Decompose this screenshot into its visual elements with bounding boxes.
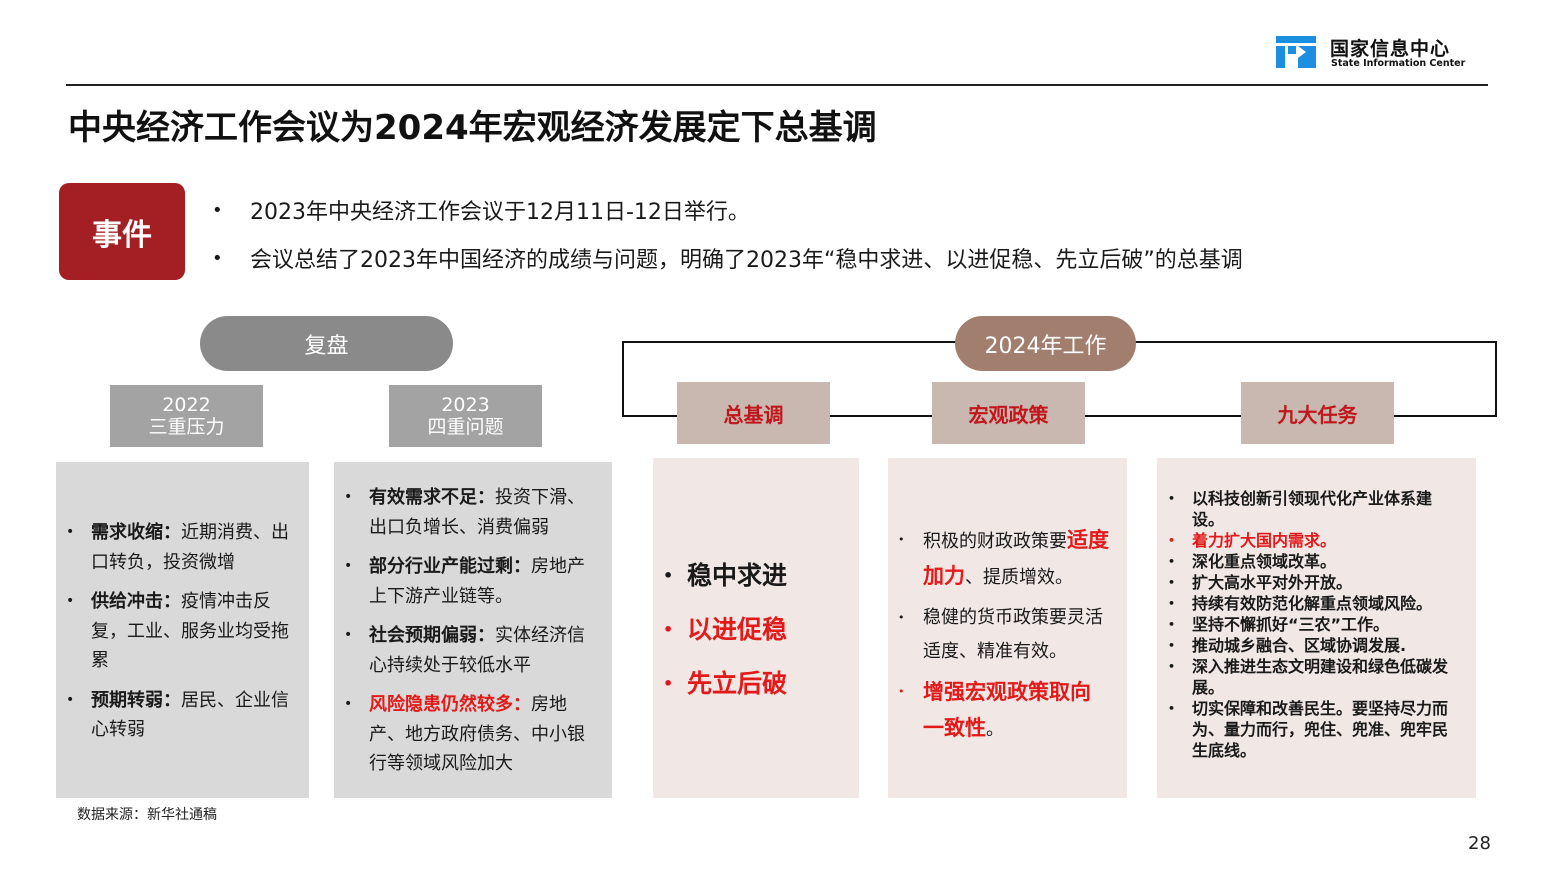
macro-text: 、提质增效。 [965,567,1073,588]
list-item: 社会预期偏弱：实体经济信心持续处于较低水平 [334,621,598,680]
work-2024-pill: 2024年工作 [955,316,1136,371]
item-head: 有效需求不足： [369,487,495,508]
event-badge: 事件 [59,183,185,280]
logo-chinese-name: 国家信息中心 [1330,38,1451,60]
item-text: 投资下滑、出口负增长、消费偏弱 [369,487,585,538]
item-text: 房地产、地方政府债务、中小银行等领域风险加大 [369,694,585,774]
task-item: 切实保障和改善民生。要坚持尽力而为、量力而行，兜住、兜准、兜牢民生底线。 [1157,698,1462,761]
macro-text-highlight: 适度加力 [923,528,1109,588]
macro-text-highlight: 增强宏观政策取向一致性 [923,680,1091,740]
list-item: 供给冲击：疫情冲击反复，工业、服务业均受拖累 [56,587,293,676]
year-box-2022: 2022 三重压力 [110,385,263,447]
page-title: 中央经济工作会议为2024年宏观经济发展定下总基调 [68,108,877,148]
task-item: 深入推进生态文明建设和绿色低碳发展。 [1157,656,1462,698]
logo-english-name: State Information Center [1331,58,1466,69]
year-subtitle: 三重压力 [148,416,225,438]
data-source-note: 数据来源：新华社通稿 [77,807,217,823]
task-item: 持续有效防范化解重点领域风险。 [1157,593,1462,614]
task-item: 扩大高水平对外开放。 [1157,572,1462,593]
item-head: 部分行业产能过剩： [369,556,531,577]
problems-2023-panel: 有效需求不足：投资下滑、出口负增长、消费偏弱 部分行业产能过剩：房地产上下游产业… [334,462,612,798]
macro-policy-panel: 积极的财政政策要适度加力、提质增效。 稳健的货币政策要灵活适度、精准有效。 增强… [888,458,1127,798]
item-head: 需求收缩： [91,522,181,543]
task-item: 推动城乡融合、区域协调发展. [1157,635,1462,656]
list-item: 预期转弱：居民、企业信心转弱 [56,686,293,745]
task-item: 以科技创新引领现代化产业体系建设。 [1157,488,1462,530]
macro-list: 积极的财政政策要适度加力、提质增效。 稳健的货币政策要灵活适度、精准有效。 增强… [888,458,1127,747]
item-text: 居民、企业信心转弱 [91,689,289,741]
item-head: 供给冲击： [91,591,181,612]
problems-list: 有效需求不足：投资下滑、出口负增长、消费偏弱 部分行业产能过剩：房地产上下游产业… [334,462,612,779]
item-head: 社会预期偏弱： [369,625,495,646]
macro-policy-header: 宏观政策 [932,382,1085,444]
event-list: 2023年中央经济工作会议于12月11日-12日举行。 会议总结了2023年中国… [210,194,1243,292]
item-text: 疫情冲击反复，工业、服务业均受拖累 [91,591,289,671]
task-item: 坚持不懈抓好“三农”工作。 [1157,614,1462,635]
tone-list: 稳中求进 以进促稳 先立后破 [653,458,859,721]
macro-text: 稳健的货币政策要灵活适度、精准有效。 [923,607,1103,662]
year-label: 2023 [441,394,490,416]
tone-item: 稳中求进 [653,559,859,613]
item-head-highlight: 风险隐患仍然较多： [369,694,531,715]
macro-text: 。 [986,719,1004,740]
macro-item: 增强宏观政策取向一致性。 [888,675,1109,747]
tone-item-highlight: 以进促稳 [653,613,859,667]
list-item: 风险隐患仍然较多：房地产、地方政府债务、中小银行等领域风险加大 [334,690,598,779]
tone-header: 总基调 [677,382,830,444]
tone-item-highlight: 先立后破 [653,667,859,721]
item-head: 预期转弱： [91,689,181,711]
list-item: 部分行业产能过剩：房地产上下游产业链等。 [334,552,598,611]
nine-tasks-panel: 以科技创新引领现代化产业体系建设。 着力扩大国内需求。 深化重点领域改革。 扩大… [1157,458,1476,798]
macro-item: 积极的财政政策要适度加力、提质增效。 [888,523,1109,595]
state-information-center-logo-icon [1276,36,1316,68]
year-label: 2022 [162,394,211,416]
list-item: 有效需求不足：投资下滑、出口负增长、消费偏弱 [334,483,598,542]
pressures-2022-panel: 需求收缩：近期消费、出口转负，投资微增 供给冲击：疫情冲击反复，工业、服务业均受… [56,462,309,798]
task-item-highlight: 着力扩大国内需求。 [1157,530,1462,551]
review-pill: 复盘 [200,316,453,371]
task-item: 深化重点领域改革。 [1157,551,1462,572]
macro-item: 稳健的货币政策要灵活适度、精准有效。 [888,601,1109,669]
event-item: 会议总结了2023年中国经济的成绩与问题，明确了2023年“稳中求进、以进促稳、… [210,242,1243,292]
pressures-list: 需求收缩：近期消费、出口转负，投资微增 供给冲击：疫情冲击反复，工业、服务业均受… [56,462,309,745]
page-number: 28 [1468,833,1491,854]
year-box-2023: 2023 四重问题 [389,385,542,447]
item-text: 房地产上下游产业链等。 [369,556,585,607]
event-item: 2023年中央经济工作会议于12月11日-12日举行。 [210,194,1243,244]
nine-tasks-header: 九大任务 [1241,382,1394,444]
item-text: 近期消费、出口转负，投资微增 [91,522,289,573]
list-item: 需求收缩：近期消费、出口转负，投资微增 [56,518,293,577]
year-subtitle: 四重问题 [427,416,504,438]
header-divider [66,84,1488,86]
macro-text: 积极的财政政策要 [923,531,1067,552]
tone-panel: 稳中求进 以进促稳 先立后破 [653,458,859,798]
tasks-list: 以科技创新引领现代化产业体系建设。 着力扩大国内需求。 深化重点领域改革。 扩大… [1157,458,1476,761]
item-text: 实体经济信心持续处于较低水平 [369,625,585,676]
